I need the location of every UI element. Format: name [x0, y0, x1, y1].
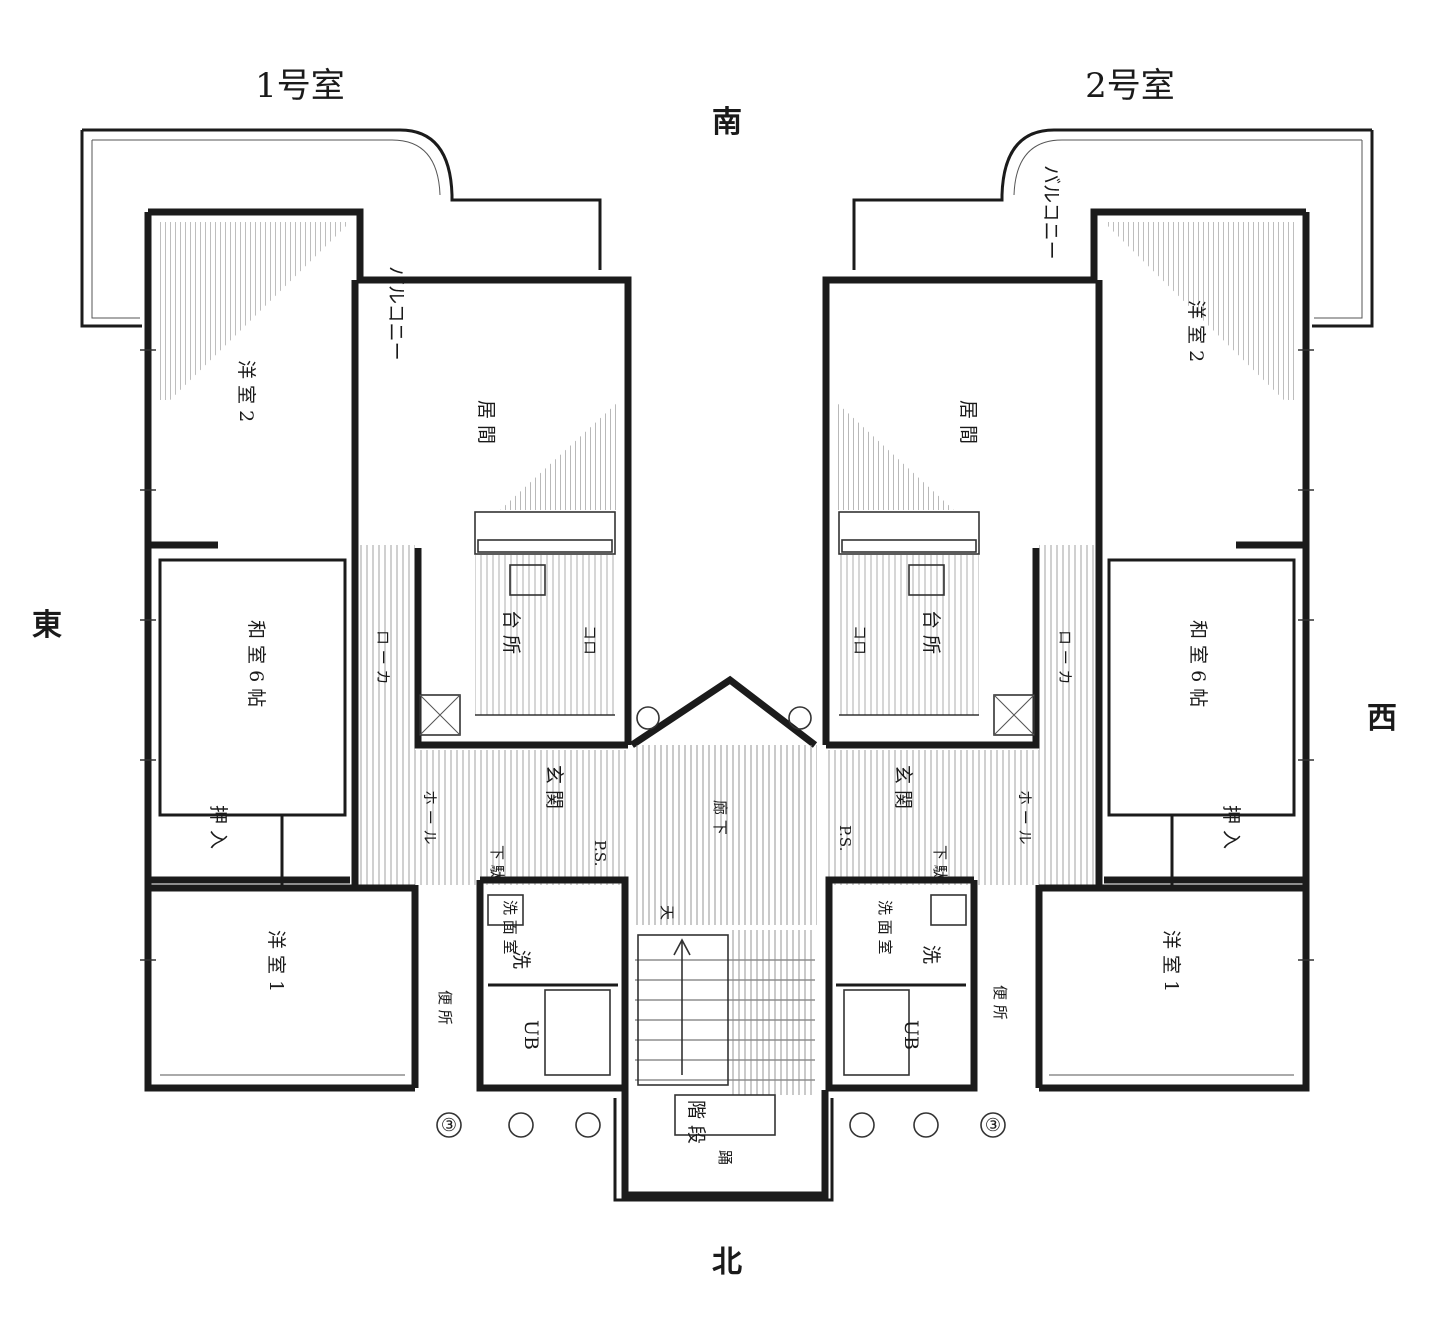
u2-toilet-label: 便 所 — [991, 985, 1009, 1020]
u1-toilet-label: 便 所 — [436, 990, 454, 1025]
u2-shoebox-label: 下 駄 — [931, 845, 949, 880]
u1-japanese-label: 和 室 6 帖 — [245, 620, 267, 707]
unit-2-plan — [822, 128, 1374, 1092]
u1-balcony-label: バルコニー — [385, 266, 407, 361]
core-landing-label: 踊 — [716, 1150, 734, 1165]
compass-north: 北 — [712, 1245, 742, 1280]
u2-western2-label: 洋 室 2 — [1185, 300, 1207, 362]
u1-western2-label: 洋 室 2 — [235, 360, 257, 422]
u2-hall-label: ホ ー ル — [1016, 790, 1034, 845]
grid-markers — [436, 706, 1006, 1138]
u1-storage-label: 押 入 — [207, 805, 229, 849]
u2-japanese-label: 和 室 6 帖 — [1187, 620, 1209, 707]
u1-entrance-label: 玄 関 — [543, 765, 565, 809]
u1-ps-label: P.S. — [591, 840, 609, 866]
u2-western1-label: 洋 室 1 — [1160, 930, 1182, 992]
u2-laundry-label: 洗 — [920, 945, 942, 964]
u2-storage-label: 押 入 — [1220, 805, 1242, 849]
u1-laundry-label: 洗 — [510, 950, 532, 969]
grid-marker: ③ — [985, 1115, 1001, 1136]
compass-east: 東 — [32, 608, 62, 643]
u2-corridor-label: ロ ー カ — [1056, 630, 1074, 685]
u1-stove-label: コロ — [581, 625, 599, 655]
u1-living-label: 居 間 — [475, 400, 497, 444]
u1-corridor-label: ロ ー カ — [374, 630, 392, 685]
u1-kitchen-label: 台 所 — [500, 610, 522, 654]
u1-shoebox-label: 下 駄 — [488, 845, 506, 880]
unit-2-title: 2号室 — [1085, 66, 1175, 106]
u2-balcony-label: バルコニー — [1040, 165, 1062, 260]
core-ceiling-label: 天 — [658, 905, 676, 920]
compass-west: 西 — [1367, 701, 1397, 736]
grid-marker: ③ — [441, 1115, 457, 1136]
u2-washroom-label: 洗 面 室 — [876, 900, 894, 955]
u1-western1-label: 洋 室 1 — [265, 930, 287, 992]
unit-1-plan — [80, 128, 632, 1092]
core-plan — [613, 675, 834, 1202]
u2-kitchen-label: 台 所 — [920, 610, 942, 654]
u2-ub-label: UB — [900, 1020, 922, 1050]
u2-ps-label: P.S. — [836, 825, 854, 851]
u1-ub-label: UB — [520, 1020, 542, 1050]
u2-stove-label: コロ — [851, 625, 869, 655]
core-hallway-label: 廊 下 — [711, 800, 729, 835]
u1-hall-label: ホ ー ル — [421, 790, 439, 845]
compass-south: 南 — [712, 105, 742, 140]
unit-1-title: 1号室 — [255, 66, 345, 106]
core-stairs-label: 階 段 — [685, 1100, 707, 1144]
u2-entrance-label: 玄 関 — [892, 765, 914, 809]
u2-living-label: 居 間 — [957, 400, 979, 444]
u1-washroom-label: 洗 面 室 — [501, 900, 519, 955]
